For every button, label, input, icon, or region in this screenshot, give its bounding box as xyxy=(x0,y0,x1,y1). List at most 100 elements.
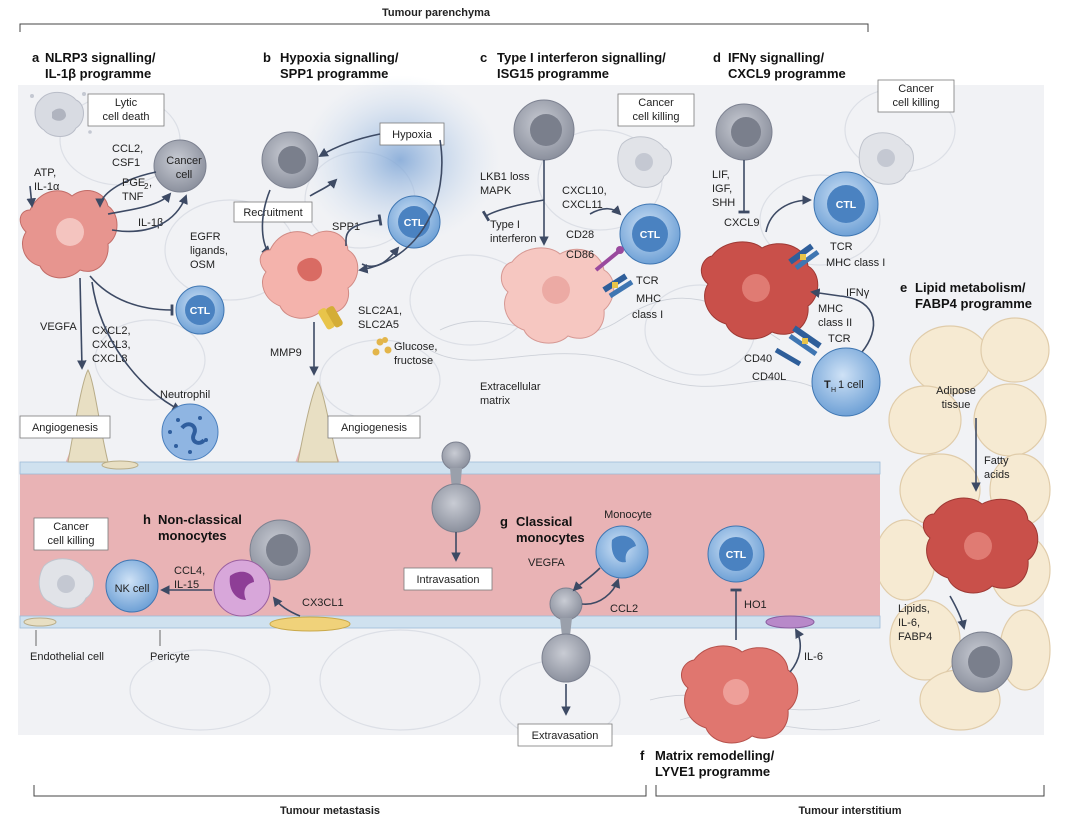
th1-cell: T H 1 cell xyxy=(811,347,881,417)
cxcl-a-3: CXCL8 xyxy=(92,353,127,365)
killing-d-text-1: Cancer xyxy=(898,83,934,95)
cancer-killing-box-d xyxy=(877,79,955,113)
pge-label-1: PGE xyxy=(122,177,145,189)
panel-c-title: c Type I interferon signalling/ ISG15 pr… xyxy=(480,50,666,81)
cancer-cell-text-2: cell xyxy=(176,169,193,181)
lkb1-label-1: LKB1 loss xyxy=(480,171,530,183)
tcr-c-label: TCR xyxy=(636,275,659,287)
angiogenesis-box-a xyxy=(19,415,111,439)
non-classical-monocyte xyxy=(213,559,271,617)
mhc2-label-2: class II xyxy=(818,317,852,329)
recruitment-text: Recruitment xyxy=(243,207,302,219)
panel-f-title1: Matrix remodelling/ xyxy=(655,748,775,763)
dying-cancer-cell-d xyxy=(858,132,914,185)
cancer-cell-a: Cancer cell xyxy=(153,139,207,193)
panel-c-letter: c xyxy=(480,50,487,65)
panel-g-title1: Classical xyxy=(516,514,572,529)
pge-sub: 2 xyxy=(144,182,149,191)
th1-label: 1 cell xyxy=(838,379,864,391)
lif-label-3: SHH xyxy=(712,197,735,209)
egfr-label-3: OSM xyxy=(190,259,215,271)
slc-label-1: SLC2A1, xyxy=(358,305,402,317)
ccl4-label-1: CCL4, xyxy=(174,565,205,577)
panel-b-title: b Hypoxia signalling/ SPP1 programme xyxy=(263,50,399,81)
glucose-label-2: fructose xyxy=(394,355,433,367)
panel-b-letter: b xyxy=(263,50,271,65)
monocyte-h-circulating xyxy=(249,519,311,581)
monocyte-c xyxy=(513,99,575,161)
panel-a-title: a NLRP3 signalling/ IL-1β programme xyxy=(32,50,156,81)
cxcl-a-1: CXCL2, xyxy=(92,325,131,337)
killing-d-text-2: cell killing xyxy=(892,97,939,109)
tcr-mhc-receptor-d xyxy=(788,243,820,271)
th1-h: H xyxy=(831,387,836,394)
hypoxia-text: Hypoxia xyxy=(392,129,433,141)
atp-label-1: ATP, xyxy=(34,167,56,179)
ifng-label: IFNγ xyxy=(846,287,870,299)
ctl-cell-c: CTL xyxy=(619,203,681,265)
angiogenesis-box-b xyxy=(327,415,421,439)
lipids-label-3: FABP4 xyxy=(898,631,932,643)
cancer-cell-text-1: Cancer xyxy=(166,155,202,167)
panel-a-title2: IL-1β programme xyxy=(45,66,151,81)
dying-cancer-cell-c xyxy=(617,136,672,188)
section-parenchyma-label: Tumour parenchyma xyxy=(382,7,491,19)
ecm-label-2: matrix xyxy=(480,395,510,407)
cd86-label: CD86 xyxy=(566,249,594,261)
ctl-label-c: CTL xyxy=(640,229,661,241)
killing-h-text-1: Cancer xyxy=(53,521,89,533)
ccl4-label-2: IL-15 xyxy=(174,579,199,591)
killing-c-text-1: Cancer xyxy=(638,97,674,109)
cancer-killing-box-c xyxy=(617,93,695,127)
cxcl-a-2: CXCL3, xyxy=(92,339,131,351)
macrophage-f xyxy=(680,645,799,744)
panel-b: Hypoxia Recruitment SPP1 CTL SLC2A1, SLC… xyxy=(233,122,445,439)
killing-c-text-2: cell killing xyxy=(632,111,679,123)
extravasation-text: Extravasation xyxy=(532,730,599,742)
panel-b-title1: Hypoxia signalling/ xyxy=(280,50,399,65)
ecm-label-1: Extracellular xyxy=(480,381,541,393)
ctl-label-d: CTL xyxy=(836,199,857,211)
typei-label-2: interferon xyxy=(490,233,536,245)
panel-g-title: g Classical monocytes xyxy=(500,514,585,545)
panel-a: Lytic cell death Cancer cell ATP, IL-1α … xyxy=(19,92,228,461)
panel-h-title2: monocytes xyxy=(158,528,227,543)
intravasation-text: Intravasation xyxy=(417,574,480,586)
panel-d-title1: IFNγ signalling/ xyxy=(728,50,824,65)
panel-e-title: e Lipid metabolism/ FABP4 programme xyxy=(900,280,1032,311)
il6-label: IL-6 xyxy=(804,651,823,663)
glucose-molecules xyxy=(372,337,392,356)
nk-label: NK cell xyxy=(115,583,150,595)
ctl-cell-d: CTL xyxy=(813,171,879,237)
intravasation: Intravasation xyxy=(403,441,493,591)
panel-h-title1: Non-classical xyxy=(158,512,242,527)
lipids-label-1: Lipids, xyxy=(898,603,930,615)
panel-f-title: f Matrix remodelling/ LYVE1 programme xyxy=(640,748,775,779)
endothelial-label: Endothelial cell xyxy=(30,651,104,663)
mhc-d-label: MHC class I xyxy=(826,257,885,269)
panel-c: LKB1 loss MAPK Type I interferon Cancer … xyxy=(480,93,695,407)
neutrophil-label: Neutrophil xyxy=(160,389,210,401)
lkb1-label-2: MAPK xyxy=(480,185,512,197)
panel-f-title2: LYVE1 programme xyxy=(655,764,770,779)
ctl-label-a: CTL xyxy=(190,305,211,317)
lif-label-2: IGF, xyxy=(712,183,732,195)
cd28-label: CD28 xyxy=(566,229,594,241)
fatty-label-2: acids xyxy=(984,469,1010,481)
monocyte-b xyxy=(261,131,319,189)
macrophage-d xyxy=(700,241,819,340)
pge-comma: , xyxy=(149,177,152,189)
neutrophil-cell xyxy=(161,403,219,461)
classical-monocyte xyxy=(595,525,649,579)
panel-c-title2: ISG15 programme xyxy=(497,66,609,81)
lytic-cell-death-box xyxy=(87,93,165,127)
ccl2-csf1-2: CSF1 xyxy=(112,157,140,169)
cd40l-label: CD40L xyxy=(752,371,786,383)
ho1-label: HO1 xyxy=(744,599,767,611)
mhc2-label-1: MHC xyxy=(818,303,843,315)
pericyte-label: Pericyte xyxy=(150,651,190,663)
macrophage-e xyxy=(922,497,1039,594)
il1b-label: IL-1β xyxy=(138,217,163,229)
